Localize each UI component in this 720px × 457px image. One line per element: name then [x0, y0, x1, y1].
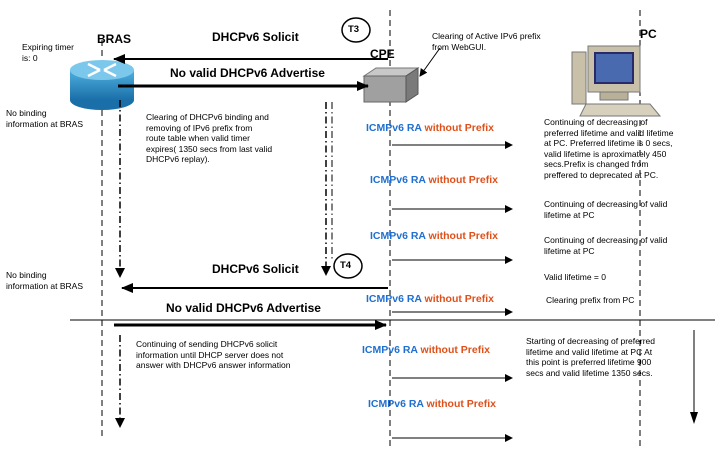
bras-no-binding-bottom: No binding information at BRAS — [6, 270, 84, 291]
t3-label: T3 — [348, 24, 360, 35]
ra-label-5: ICMPv6 RA without Prefix — [362, 344, 490, 356]
ra-label-4: ICMPv6 RA without Prefix — [366, 293, 494, 305]
pc-note-6: Starting of decreasing of preferred life… — [526, 336, 655, 378]
cpe-timer-arrow — [321, 266, 331, 276]
router-icon — [70, 60, 134, 110]
bras-no-binding-top: No binding information at BRAS — [6, 108, 84, 129]
cpe-device-icon — [362, 67, 420, 103]
pc-icon — [571, 45, 662, 117]
pc-note-2: Continuing of decreasing of valid lifeti… — [544, 199, 668, 220]
ra-label-2: ICMPv6 RA without Prefix — [370, 174, 498, 186]
t4-marker — [333, 253, 363, 279]
t4-label: T4 — [340, 260, 352, 271]
pc-note-4: Valid lifetime = 0 — [544, 272, 606, 282]
bras-title: BRAS — [97, 32, 132, 46]
pc-note-5: Clearing prefix from PC — [546, 295, 635, 305]
bras-clearing-note: Clearing of DHCPv6 binding and removing … — [146, 112, 273, 164]
ra-label-3: ICMPv6 RA without Prefix — [370, 230, 498, 242]
pc-note-3: Continuing of decreasing of valid lifeti… — [544, 235, 668, 256]
t3-marker — [341, 17, 371, 43]
bras-timer-arrow — [115, 268, 125, 278]
cpe-title: CPE — [370, 47, 395, 61]
pc-lifetime-arrow — [690, 412, 698, 424]
expiring-timer-label: Expiring timer is: 0 — [22, 42, 74, 63]
ra-label-1: ICMPv6 RA without Prefix — [366, 122, 494, 134]
webgui-clear-note: Clearing of Active IPv6 prefix from WebG… — [432, 31, 541, 52]
webgui-pointer — [419, 47, 441, 77]
continuing-solicit-note: Continuing of sending DHCPv6 solicit inf… — [136, 339, 291, 370]
advertise-label-top: No valid DHCPv6 Advertise — [170, 66, 325, 80]
bras-solicit-arrow — [115, 418, 125, 428]
solicit-label-top: DHCPv6 Solicit — [212, 30, 299, 44]
pc-title: PC — [640, 27, 657, 41]
advertise-label-bottom: No valid DHCPv6 Advertise — [166, 301, 321, 315]
solicit-label-bottom: DHCPv6 Solicit — [212, 262, 299, 276]
ra-label-6: ICMPv6 RA without Prefix — [368, 398, 496, 410]
pc-note-1: Continuing of decreasing of preferred li… — [544, 117, 674, 180]
